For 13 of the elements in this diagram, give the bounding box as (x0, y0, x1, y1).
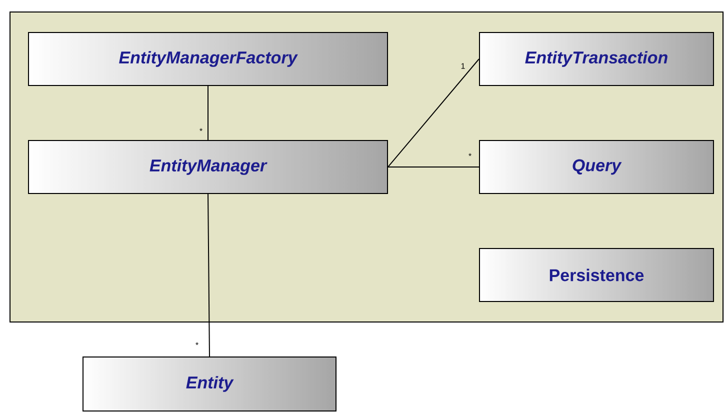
class-box: EntityTransaction (479, 32, 714, 86)
multiplicity-label: 1 (461, 63, 465, 69)
association-line (388, 58, 480, 168)
multiplicity-label: * (468, 153, 472, 156)
class-box: Entity (82, 356, 336, 412)
multiplicity-label: * (200, 128, 202, 132)
class-box: Query (479, 140, 714, 194)
class-box: EntityManagerFactory (28, 32, 388, 86)
association-line (208, 194, 210, 357)
multiplicity-label: * (196, 342, 198, 346)
association-line (388, 166, 480, 168)
class-box: Persistence (479, 248, 714, 302)
class-box: EntityManager (28, 140, 388, 194)
